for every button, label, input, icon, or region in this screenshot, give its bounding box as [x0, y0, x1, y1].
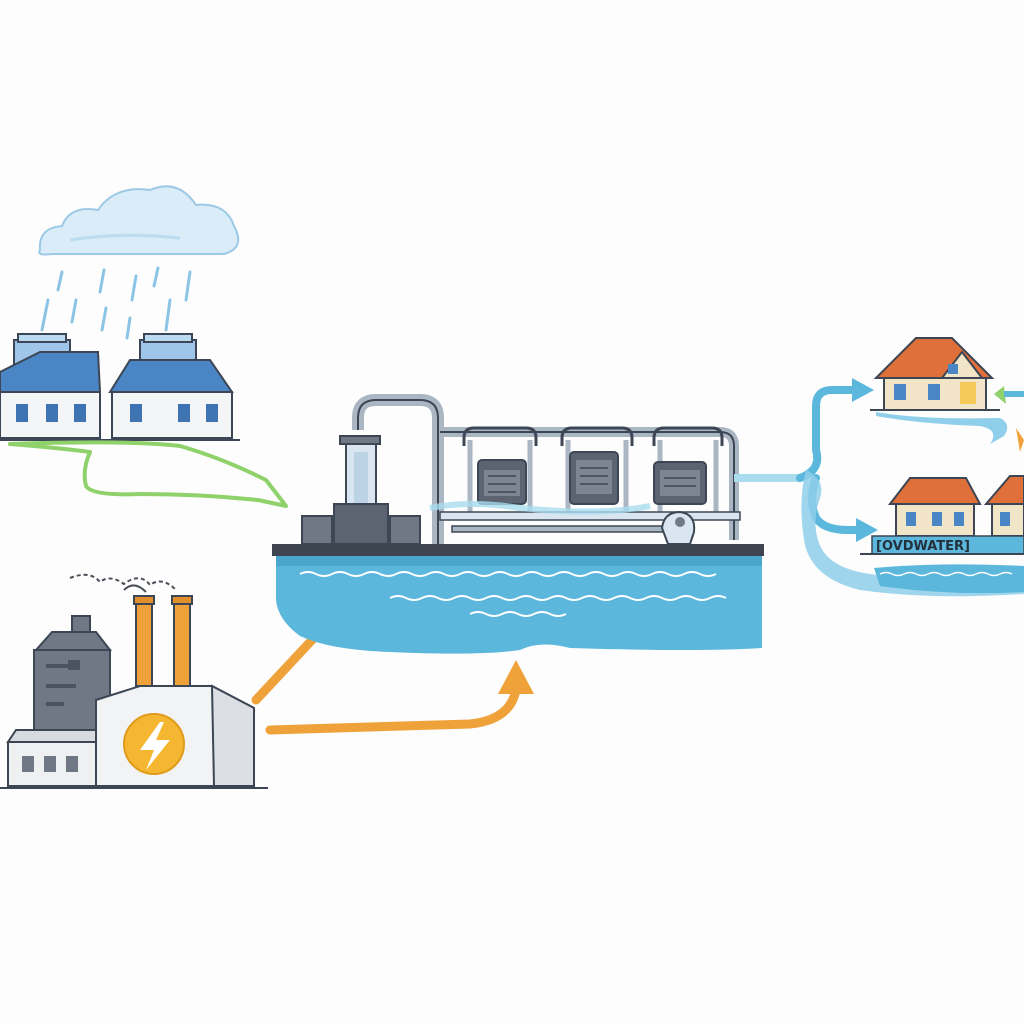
water-pool: [874, 564, 1024, 594]
energy-arrow-head: [498, 660, 534, 694]
house-icon: [870, 337, 1024, 411]
energy-arrow-head: [1016, 428, 1024, 452]
rain-drops: [40, 266, 192, 340]
house-icon: [887, 477, 982, 537]
water-flow-head: [852, 378, 874, 402]
cloud-icon: [38, 185, 240, 256]
house-icon: [0, 333, 102, 439]
water-sign-label: [OVDWATER]: [876, 539, 970, 554]
house-icon: [108, 333, 234, 439]
runoff-stream: [8, 440, 288, 508]
lightning-icon: [123, 713, 185, 775]
water-treatment-icon: [272, 394, 800, 556]
water-flow-head: [856, 518, 878, 542]
energy-arrow: [265, 685, 521, 735]
house-icon: [983, 475, 1024, 537]
water-flow: [876, 412, 1008, 444]
water-pool: [276, 552, 762, 654]
